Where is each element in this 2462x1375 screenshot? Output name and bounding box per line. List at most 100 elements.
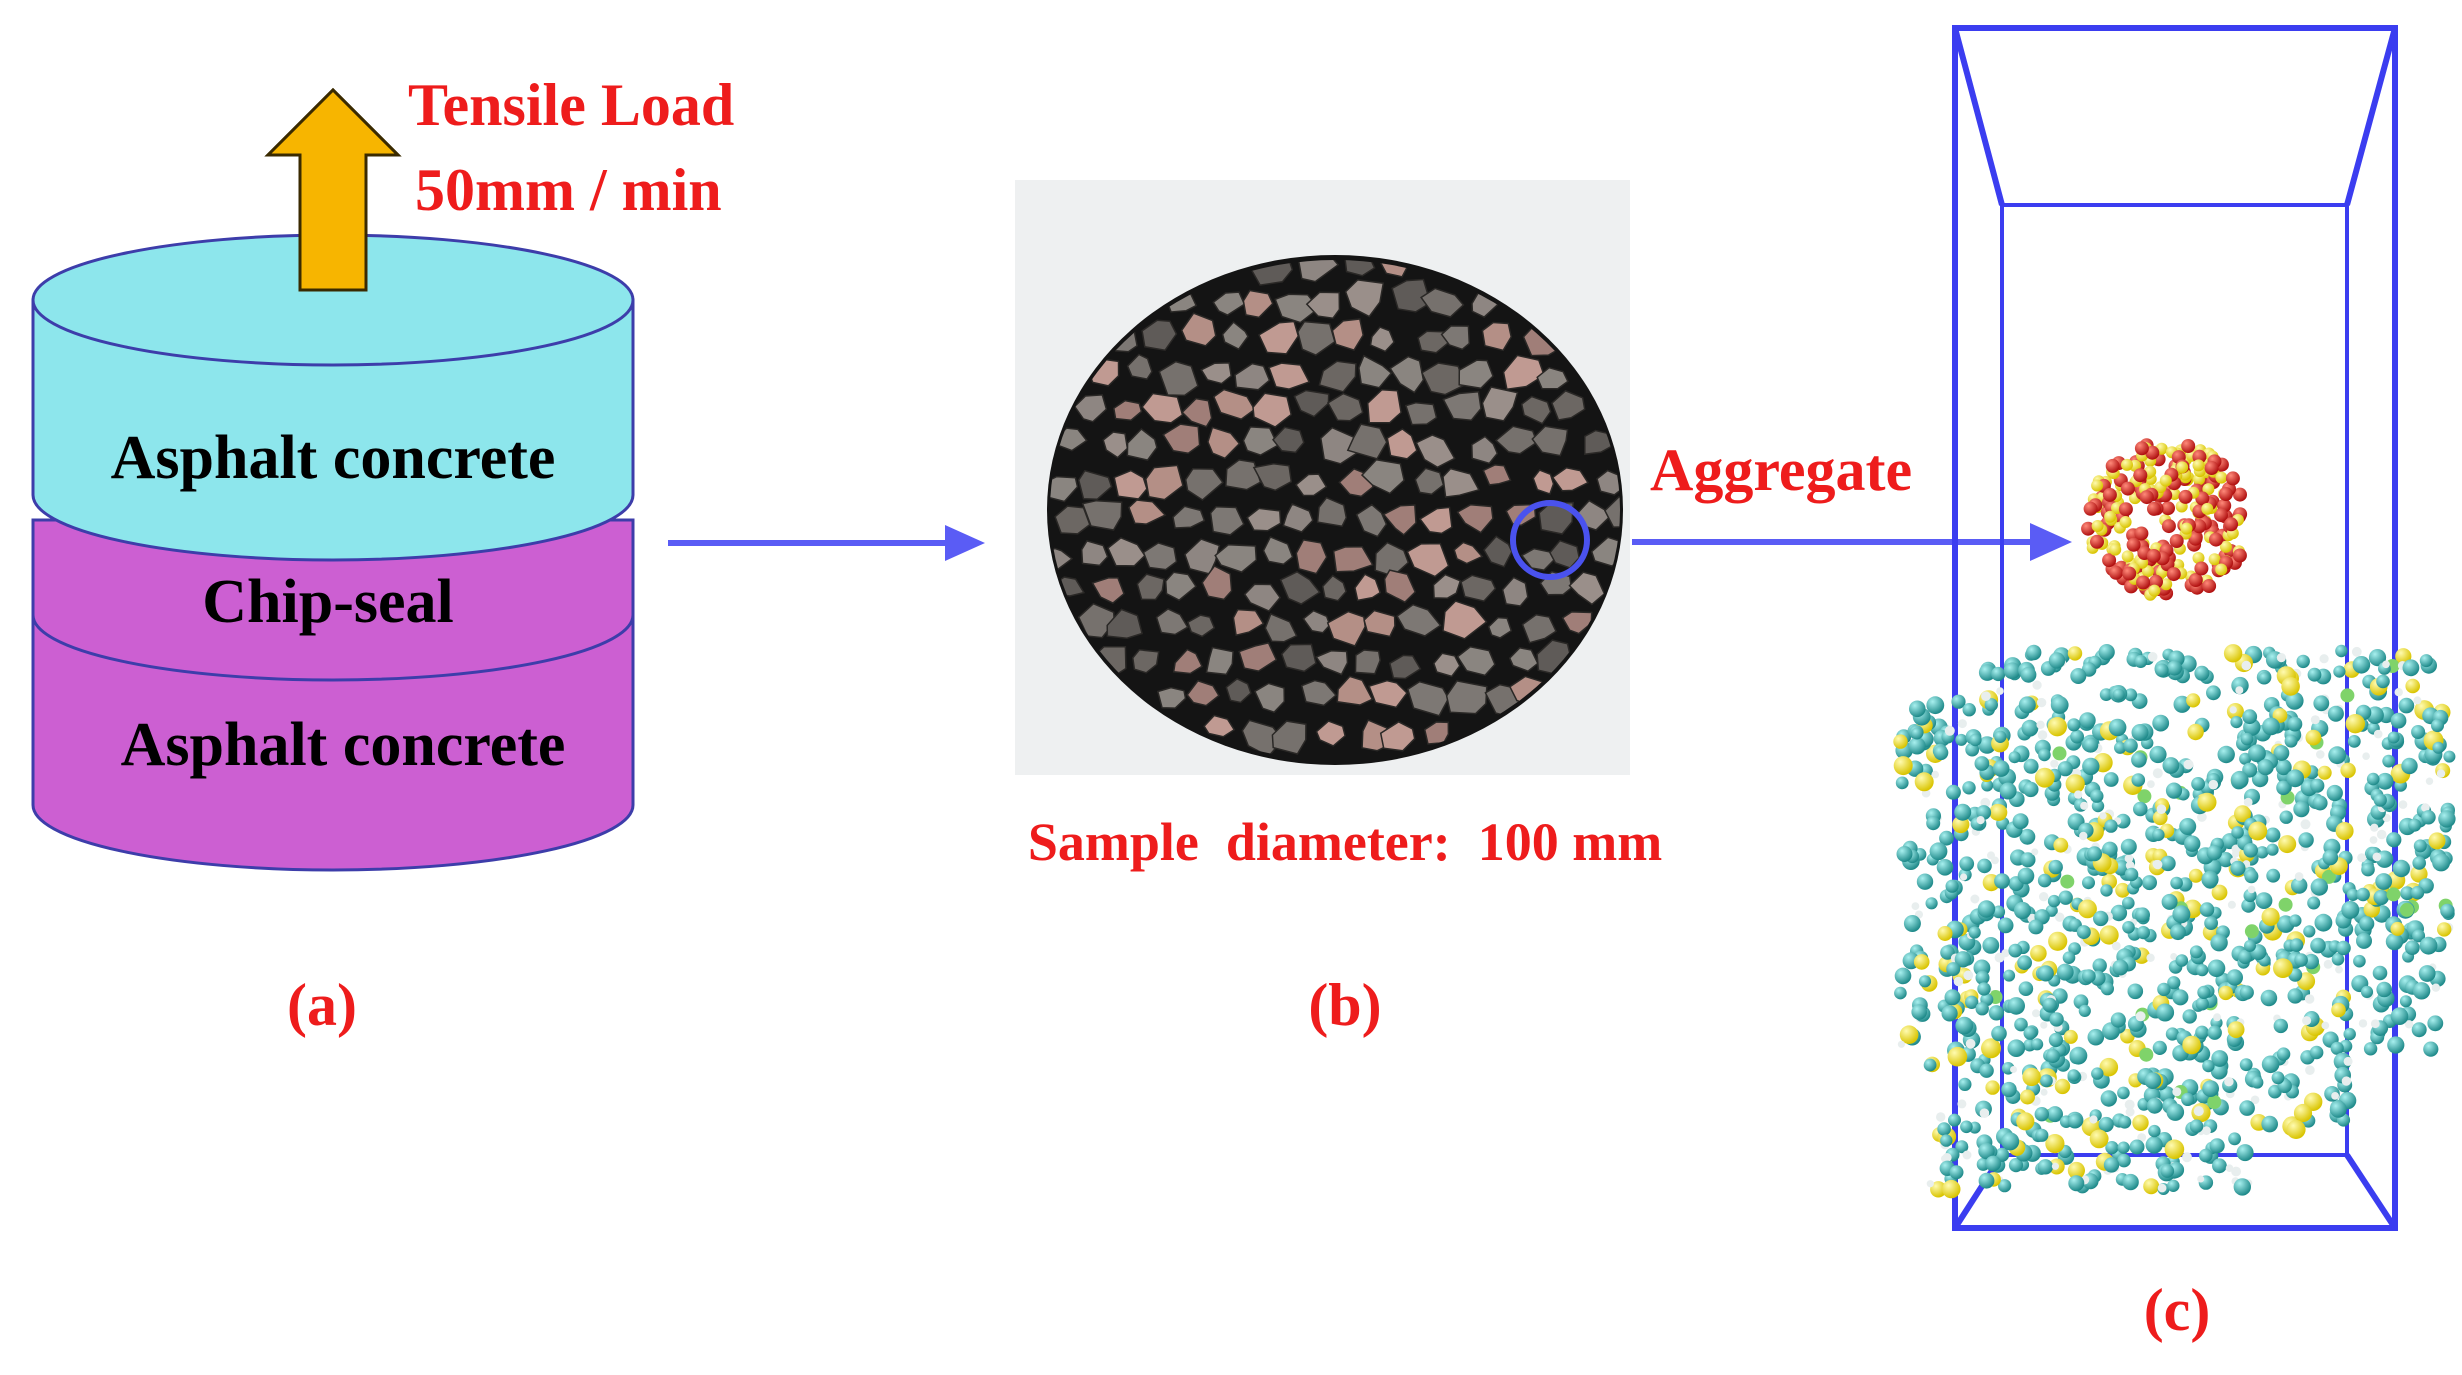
binder-atom (1895, 776, 1909, 790)
binder-atom (2432, 741, 2445, 754)
binder-atom (2341, 1076, 2352, 1086)
particle-atom (2166, 567, 2181, 582)
binder-atom (2287, 988, 2303, 1004)
binder-atom (2197, 985, 2211, 1000)
binder-atom (2182, 1009, 2197, 1024)
particle-atom (2204, 461, 2219, 475)
binder-atom (2047, 1106, 2063, 1123)
stone (1253, 682, 1286, 714)
stone (1128, 499, 1167, 525)
particle-atom (2081, 521, 2096, 536)
binder-atom (2328, 746, 2347, 765)
stone (1186, 679, 1220, 707)
binder-atom (1941, 1005, 1958, 1022)
chip-seal-layer-body (31, 518, 635, 682)
binder-atom (2410, 865, 2428, 883)
binder-atom (2100, 1090, 2117, 1107)
load-arrow-shaft-icon (264, 87, 402, 292)
stone (1106, 608, 1144, 639)
binder-atom (2248, 744, 2266, 763)
stone (1081, 499, 1123, 531)
binder-atom (2296, 654, 2310, 669)
binder-atom (2212, 1158, 2227, 1174)
binder-atom (2131, 724, 2149, 741)
binder-atom (2356, 932, 2372, 949)
binder-atom (2157, 1183, 2167, 1193)
binder-atom (2370, 823, 2379, 832)
binder-atom (2092, 958, 2107, 973)
particle-atom (2102, 553, 2117, 568)
arrow-head-icon (945, 525, 985, 561)
binder-atom (2438, 810, 2456, 828)
stone (1396, 603, 1442, 637)
binder-atom (2419, 936, 2438, 955)
binder-atom (2152, 828, 2165, 842)
binder-atom (1940, 1134, 1953, 1147)
binder-atom (2228, 1132, 2242, 1146)
binder-atom (2050, 696, 2069, 714)
binder-atom (1911, 727, 1923, 740)
binder-atom (2347, 735, 2361, 748)
binder-atom (1926, 696, 1945, 715)
binder-atom (2412, 982, 2431, 1000)
binder-atom (2187, 723, 2204, 741)
binder-atom (2050, 759, 2059, 768)
binder-atom (2330, 1041, 2344, 1055)
particle-atom (2192, 552, 2205, 564)
binder-atom (1951, 694, 1966, 709)
binder-atom (2067, 1161, 2085, 1180)
binder-atom (2303, 925, 2316, 938)
binder-atom (2410, 886, 2425, 900)
binder-atom (2053, 837, 2069, 853)
binder-atom (2038, 748, 2051, 762)
binder-atom (2399, 902, 2414, 917)
binder-atom (2272, 708, 2288, 723)
stone (1186, 614, 1216, 638)
binder-atom (2030, 945, 2047, 962)
binder-atom (2078, 1004, 2091, 1018)
binder-atom (2108, 718, 2127, 737)
binder-atom (2281, 677, 2300, 696)
binder-atom (2082, 757, 2100, 776)
stone (1494, 425, 1538, 455)
particle-atom (2202, 483, 2215, 496)
stone (1363, 609, 1396, 638)
stone (1141, 392, 1184, 424)
binder-atom (2385, 932, 2404, 951)
binder-atom (2286, 1120, 2306, 1139)
binder-atom (1942, 1179, 1961, 1199)
asphalt-binder-molecules (1893, 644, 2456, 1199)
binder-atom (1991, 856, 1999, 865)
binder-atom (2003, 969, 2016, 982)
particle-atom (2109, 543, 2122, 556)
binder-atom (2335, 965, 2343, 974)
binder-atom (2341, 900, 2360, 919)
binder-atom (2309, 1045, 2324, 1060)
binder-atom (2031, 848, 2039, 856)
binder-atom (2387, 731, 2400, 744)
binder-atom (1926, 1180, 1934, 1188)
binder-atom (2018, 981, 2034, 996)
binder-atom (2040, 1074, 2053, 1088)
binder-atom (1988, 1005, 2005, 1021)
binder-atom (2036, 720, 2045, 729)
binder-atom (2224, 1077, 2234, 1087)
stone (1225, 677, 1252, 704)
stone (1243, 583, 1282, 612)
binder-atom (2012, 813, 2029, 830)
binder-atom (2026, 644, 2042, 661)
binder-atom (2197, 812, 2207, 822)
binder-atom (2023, 781, 2039, 798)
stone (1252, 392, 1293, 428)
stone (1091, 577, 1125, 604)
arrow-head-icon (2030, 523, 2072, 561)
binder-atom (2124, 854, 2134, 863)
stone (1279, 570, 1321, 605)
binder-atom (2307, 667, 2322, 682)
binder-atom (2411, 725, 2426, 739)
binder-atom (2132, 1114, 2149, 1132)
binder-atom (2079, 831, 2088, 841)
binder-atom (1925, 897, 1938, 910)
binder-atom (1923, 1058, 1937, 1072)
binder-atom (2047, 717, 2067, 737)
